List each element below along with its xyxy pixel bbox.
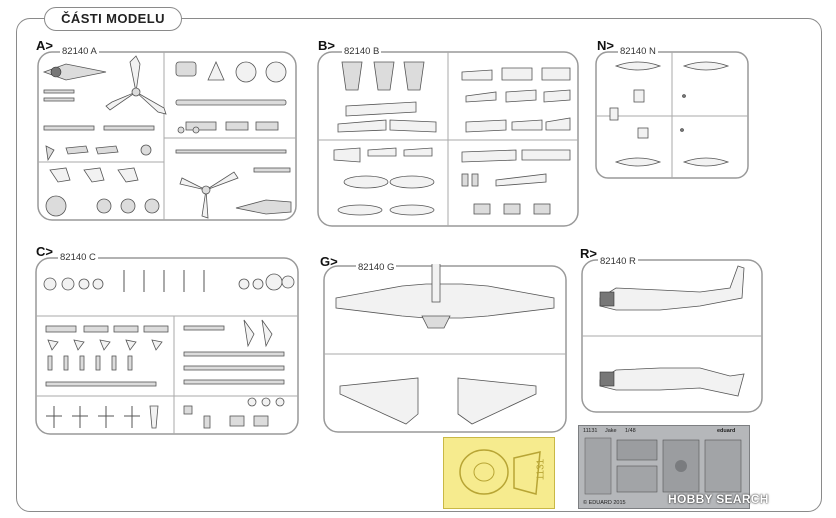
section-b-label: B> — [318, 38, 335, 53]
sprue-c-number: 82140 C — [58, 252, 98, 263]
photoetch-fret: 11131 Jake 1/48 eduard © EDUARD 2015 — [578, 425, 750, 509]
pe-code: 11131 — [583, 428, 598, 434]
section-r-label: R> — [580, 246, 597, 261]
mask-code: 1131 — [535, 458, 547, 481]
watermark: HOBBY SEARCH — [668, 492, 769, 506]
sprue-b — [317, 51, 579, 227]
sprue-c — [35, 257, 299, 435]
sprue-n — [595, 51, 749, 179]
page-frame — [16, 18, 822, 512]
section-n-label: N> — [597, 38, 614, 53]
mask-sheet: 1131 — [443, 437, 555, 509]
section-a-label: A> — [36, 38, 53, 53]
mask-outline — [459, 449, 541, 495]
section-g-label: G> — [320, 254, 338, 269]
pe-brand: eduard — [717, 428, 736, 434]
sprue-r-number: 82140 R — [598, 256, 638, 267]
sprue-g — [323, 264, 567, 433]
pe-name: Jake — [605, 428, 617, 434]
pe-copyright: © EDUARD 2015 — [583, 500, 626, 506]
sprue-n-number: 82140 N — [618, 46, 658, 57]
page-title: ČÁSTI MODELU — [44, 7, 182, 31]
sprue-g-number: 82140 G — [356, 262, 397, 273]
pe-scale: 1/48 — [625, 428, 636, 434]
sprue-a — [37, 51, 297, 221]
sprue-r — [581, 259, 763, 413]
sprue-a-number: 82140 A — [60, 46, 99, 57]
watermark-text: HOBBY SEARCH — [668, 492, 769, 506]
section-c-label: C> — [36, 244, 53, 259]
pe-parts — [584, 437, 742, 495]
sprue-b-number: 82140 B — [342, 46, 382, 57]
